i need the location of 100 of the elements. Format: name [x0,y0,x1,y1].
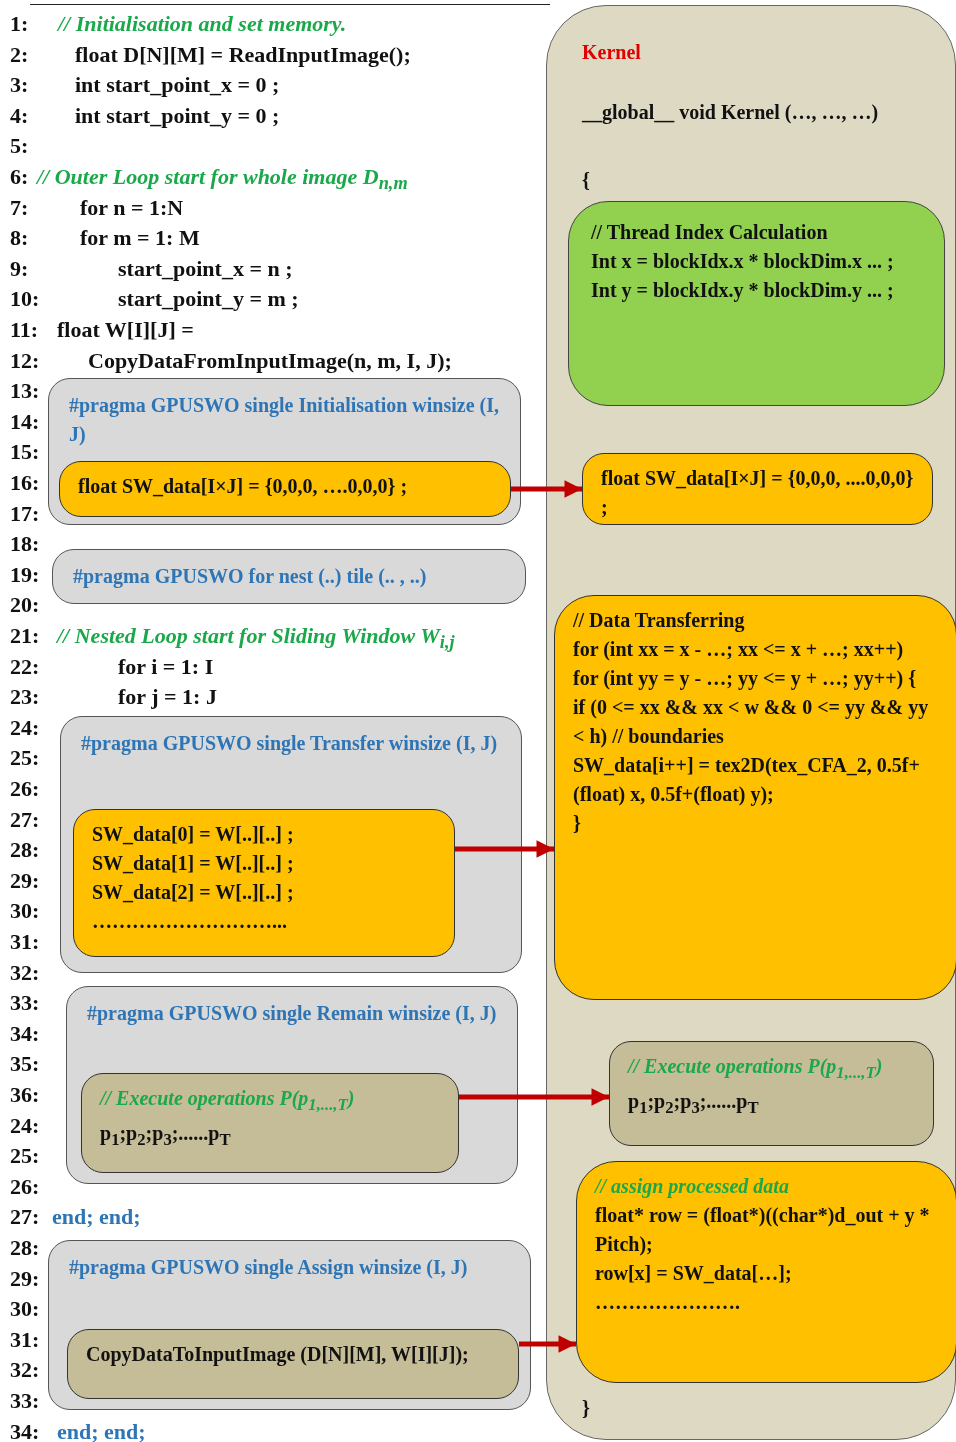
code-line: for n = 1:N [80,193,184,222]
code-text: float* row = (float*)((char*)d_out + y * Pitch); [595,1203,931,1258]
code-line: int start_point_x = 0 ; [75,71,280,100]
code-line: float W[I][J] = [57,316,194,344]
code-box [568,201,945,406]
code-line: for j = 1: J [118,683,217,712]
pragma-box [60,716,522,973]
code-text: for (int yy = y - …; yy <= y + …; yy++) { [573,666,918,692]
line-number: 5: [10,132,29,161]
line-number: 34: [10,1019,40,1048]
line-number: 27: [10,805,40,834]
code-box [81,1073,459,1173]
line-number: 31: [10,1325,40,1354]
line-number: 2: [10,40,29,69]
line-number: 9: [10,254,29,283]
line-number: 12: [10,346,40,375]
line-number: 16: [10,469,40,497]
line-number: 28: [10,1234,40,1262]
arrow [459,1088,609,1106]
line-number: 21: [10,622,40,650]
code-text: } [573,811,582,836]
code-box [609,1041,934,1146]
line-number: 28: [10,836,40,865]
code-comment: // Initialisation and set memory. [58,10,347,38]
line-number: 23: [10,683,40,712]
code-text: ………………………... [92,909,288,934]
line-number: 32: [10,958,40,987]
line-number: 18: [10,530,40,559]
code-line: start_point_x = n ; [118,254,293,283]
code-text: row[x] = SW_data[…]; [595,1261,793,1286]
line-number: 32: [10,1356,40,1385]
code-comment: // Nested Loop start for Sliding Window W$_{i,j}$ [57,622,455,655]
arrow [519,1335,576,1353]
line-number: 33: [10,1387,40,1415]
line-number: 24: [10,1111,40,1140]
code-text: CopyDataToInputImage (D[N][M], W[I][J]); [86,1342,470,1368]
kernel-panel [546,5,956,1440]
code-text: SW_data[1] = W[..][..] ; [92,851,295,876]
code-comment: // Outer Loop start for whole image D$_{n,m}$ [37,163,408,196]
line-number: 7: [10,193,29,222]
code-line: CopyDataFromInputImage(n, m, I, J); [88,346,452,375]
arrow [455,840,554,858]
line-number: 17: [10,499,40,528]
code-text: } [582,1396,591,1421]
code-text: Int y = blockIdx.y * blockDim.y ... ; [591,278,895,304]
code-box [582,453,933,525]
line-number: 30: [10,1295,40,1324]
code-text: Int x = blockIdx.x * blockDim.x ... ; [591,249,895,274]
code-text: p$_{1}$;p$_{2}$;p$_{3}$;......p$_{T}$ [100,1121,232,1151]
code-line: float D[N][M] = ReadInputImage(); [75,40,411,69]
code-text: for (int xx = x - …; xx <= x + …; xx++) [573,637,905,663]
code-line: for m = 1: M [80,224,200,253]
pragma-text: #pragma GPUSWO single Remain winsize (I, J) [87,1001,497,1027]
panel-title: Kernel [582,40,642,65]
code-box [73,809,455,957]
comment-text: // Execute operations P(p$_{1,...,T}$) [100,1086,356,1116]
code-text: …………………. [595,1290,741,1315]
code-text: // Thread Index Calculation [591,220,829,245]
line-number: 24: [10,713,40,742]
line-number: 4: [10,101,29,130]
line-number: 15: [10,438,40,467]
line-number: 29: [10,1264,40,1293]
line-number: 33: [10,989,40,1018]
line-number: 35: [10,1050,40,1079]
code-box [576,1161,956,1383]
line-number: 6: [10,163,29,191]
line-number: 1: [10,10,29,38]
line-number: 20: [10,591,40,620]
comment-text: // assign processed data [595,1174,790,1200]
code-line: start_point_y = m ; [118,285,299,314]
pragma-box [52,549,526,604]
pragma-text: #pragma GPUSWO single Assign winsize (I, J) [69,1255,469,1281]
pragma-text: #pragma GPUSWO single Initialisation winsize (I, J) [69,393,500,447]
line-number: 10: [10,285,40,314]
code-text: { [582,168,591,193]
pragma-box [66,986,518,1184]
pragma-box [48,378,521,525]
pragma-text: #pragma GPUSWO single Transfer winsize (I, J) [81,731,499,757]
code-text: SW_data[2] = W[..][..] ; [92,880,295,905]
code-text: p$_{1}$;p$_{2}$;p$_{3}$;......p$_{T}$ [628,1089,760,1119]
line-number: 19: [10,560,40,589]
code-text: SW_data[0] = W[..][..] ; [92,822,295,847]
line-number: 29: [10,866,40,895]
code-line: int start_point_y = 0 ; [75,101,280,130]
code-line: end; end; [52,1203,141,1232]
line-number: 30: [10,897,40,926]
line-number: 11: [10,316,39,344]
code-text: float SW_data[I×J] = {0,0,0, ....0,0,0} ; [601,466,914,520]
line-number: 3: [10,71,29,100]
pragma-box [48,1240,531,1410]
code-box [554,595,956,1000]
line-number: 25: [10,744,40,773]
comment-text: // Execute operations P(p$_{1,...,T}$) [628,1054,884,1084]
code-text: // Data Transferring [573,608,746,634]
line-number: 31: [10,928,40,956]
line-number: 36: [10,1081,40,1109]
line-number: 14: [10,407,40,436]
line-number: 13: [10,377,40,406]
code-line: end; end; [57,1417,146,1442]
code-text: float SW_data[I×J] = {0,0,0, ….0,0,0} ; [78,474,409,499]
